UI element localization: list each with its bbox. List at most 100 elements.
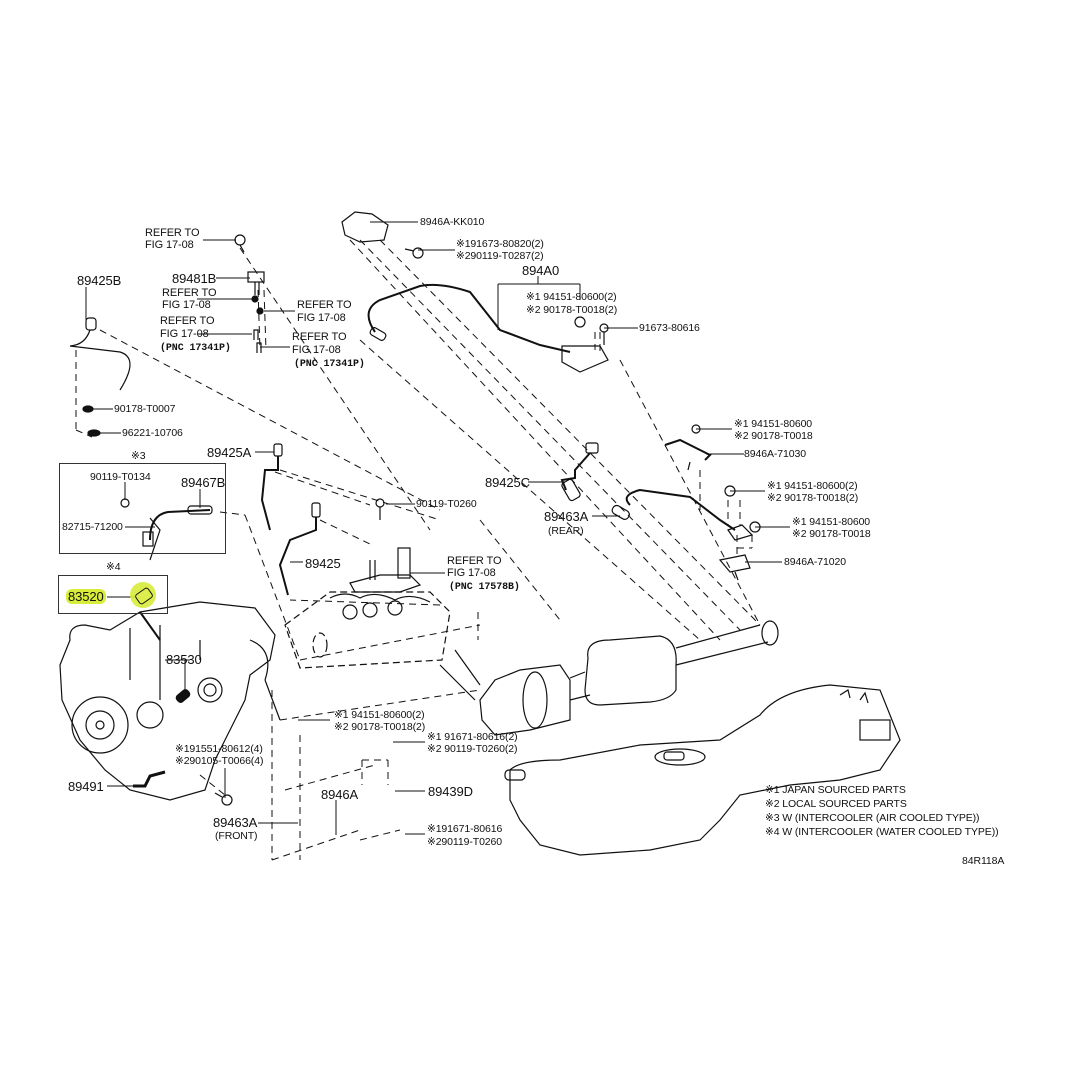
refer-to-label: REFER TO: [297, 299, 352, 311]
part-8946A-71020[interactable]: 8946A-71020: [784, 556, 846, 568]
bracket-8946A-71020: [718, 554, 751, 581]
leader-lines: [85, 221, 790, 835]
exhaust-pipe-mid: [569, 671, 591, 701]
pnc-label: (PNC 17341P): [294, 359, 365, 370]
fastener-r3-2[interactable]: ※2 90178-T0018: [792, 528, 871, 540]
part-8946A[interactable]: 8946A: [321, 787, 359, 802]
fastener-71030-1[interactable]: ※1 94151-80600: [734, 418, 813, 430]
bolt-90119T0134: [120, 498, 130, 508]
highlight-marker: [130, 582, 156, 608]
nut-r2: [724, 485, 736, 497]
nut-a: [251, 295, 259, 303]
fastener-kk010-2[interactable]: ※290119-T0287(2): [456, 250, 544, 262]
fastener-engine-2[interactable]: ※290105-T0066(4): [175, 755, 264, 767]
part-89463A-front[interactable]: 89463A: [213, 815, 258, 830]
bolt-91673-80616: [599, 323, 609, 345]
refer-fig-label: FIG 17-08: [447, 567, 496, 579]
fastener-r2-1[interactable]: ※1 94151-80600(2): [767, 480, 858, 492]
part-8946A-71030[interactable]: 8946A-71030: [744, 448, 806, 460]
fastener-r2-2[interactable]: ※2 90178-T0018(2): [767, 492, 859, 504]
note-1: ※1 JAPAN SOURCED PARTS: [765, 784, 906, 796]
part-90119-T0134[interactable]: 90119-T0134: [90, 471, 151, 483]
note-4-mark: ※4: [106, 561, 121, 573]
note-2: ※2 LOCAL SOURCED PARTS: [765, 798, 907, 810]
bracket-71020-upper: [727, 524, 754, 541]
part-90178-T0007[interactable]: 90178-T0007: [114, 403, 176, 415]
sensor-83530: [175, 689, 191, 703]
bracket-82715: [149, 517, 161, 561]
fastener-894A0-2[interactable]: ※2 90178-T0018(2): [526, 304, 618, 316]
part-90119-T0260[interactable]: 90119-T0260: [416, 498, 477, 510]
tailpipe: [675, 620, 779, 666]
rear-label: (REAR): [548, 525, 584, 537]
part-91673-80616[interactable]: 91673-80616: [639, 322, 700, 334]
sensor-89425: [278, 502, 321, 596]
part-96221-10706[interactable]: 96221-10706: [122, 427, 183, 439]
part-89425B[interactable]: 89425B: [77, 273, 122, 288]
note-3-mark: ※3: [131, 450, 146, 462]
fastener-front-bolt3-1[interactable]: ※191671-80616: [427, 823, 503, 835]
fastener-71030-2[interactable]: ※2 90178-T0018: [734, 430, 813, 442]
diagram-code: 84R118A: [962, 855, 1005, 867]
part-82715-71200[interactable]: 82715-71200: [62, 521, 123, 533]
refer-to-label: REFER TO: [162, 287, 217, 299]
note-3: ※3 W (INTERCOOLER (AIR COOLED TYPE)): [765, 812, 980, 824]
fastener-front-bolt-2[interactable]: ※2 90119-T0260(2): [427, 743, 518, 755]
highlighted-part-number: 83520: [66, 589, 106, 604]
exhaust-pipe-front: [439, 649, 481, 701]
part-89425[interactable]: 89425: [305, 556, 341, 571]
fastener-front-bolt-1[interactable]: ※1 91671-80616(2): [427, 731, 518, 743]
fastener-engine-1[interactable]: ※191551-80612(4): [175, 743, 263, 755]
sensor-894A0: [367, 283, 609, 373]
fastener-r3-1[interactable]: ※1 94151-80600: [792, 516, 871, 528]
module-8946A-KK010: [341, 211, 389, 243]
engine-block: [59, 601, 281, 801]
sensor-89467B: [142, 505, 213, 547]
refer-to-label: REFER TO: [145, 227, 200, 239]
part-894A0[interactable]: 894A0: [522, 263, 560, 278]
part-89467B[interactable]: 89467B: [181, 475, 226, 490]
bolt-90119T0260: [375, 498, 385, 520]
part-89425A[interactable]: 89425A: [207, 445, 252, 460]
part-89481B[interactable]: 89481B: [172, 271, 217, 286]
front-label: (FRONT): [215, 830, 258, 842]
fastener-kk010-1[interactable]: ※191673-80820(2): [456, 238, 544, 250]
cylinder-head-detail: [329, 593, 431, 620]
refer-fig-label: FIG 17-08: [297, 312, 346, 324]
bolt-top: [234, 234, 246, 253]
part-83520[interactable]: 83520: [66, 589, 106, 604]
part-89439D[interactable]: 89439D: [428, 784, 473, 799]
refer-fig-label: FIG 17-08: [292, 344, 341, 356]
part-89491[interactable]: 89491: [68, 779, 104, 794]
refer-fig-label: FIG 17-08: [145, 239, 194, 251]
cylinder-head: [284, 591, 451, 669]
fastener-front-nut-1[interactable]: ※1 94151-80600(2): [334, 709, 425, 721]
dashed-guides: [75, 239, 761, 861]
fastener-front-bolt3-2[interactable]: ※290119-T0260: [427, 836, 503, 848]
nut-894A0: [574, 316, 586, 328]
pnc-label: (PNC 17578B): [449, 582, 520, 593]
bolt-90178T0007: [82, 405, 94, 413]
refer-to-label: REFER TO: [160, 315, 215, 327]
refer-fig-label: FIG 17-08: [162, 299, 211, 311]
sensor-89425C: [560, 442, 599, 502]
part-89425C[interactable]: 89425C: [485, 475, 530, 490]
clamp-96221-10706: [87, 429, 101, 437]
bracket-89481B: [247, 271, 265, 295]
part-89463A-rear[interactable]: 89463A: [544, 509, 589, 524]
fastener-894A0-1[interactable]: ※1 94151-80600(2): [526, 291, 617, 303]
part-83530[interactable]: 83530: [166, 652, 202, 667]
part-8946A-KK010[interactable]: 8946A-KK010: [420, 216, 485, 228]
catalytic-converter: [479, 664, 571, 736]
intercooler-water-group-box: [58, 575, 168, 614]
refer-fig-label: FIG 17-08: [160, 328, 209, 340]
notes-legend: ※1 JAPAN SOURCED PARTS ※2 LOCAL SOURCED …: [765, 784, 999, 839]
fuel-tank: [504, 684, 901, 856]
bolt-engine: [214, 792, 233, 806]
fastener-front-nut-2[interactable]: ※2 90178-T0018(2): [334, 721, 426, 733]
clip-b: [256, 342, 262, 353]
refer-to-label: REFER TO: [447, 555, 502, 567]
pnc-label: (PNC 17341P): [160, 343, 231, 354]
nut-b: [256, 307, 264, 315]
